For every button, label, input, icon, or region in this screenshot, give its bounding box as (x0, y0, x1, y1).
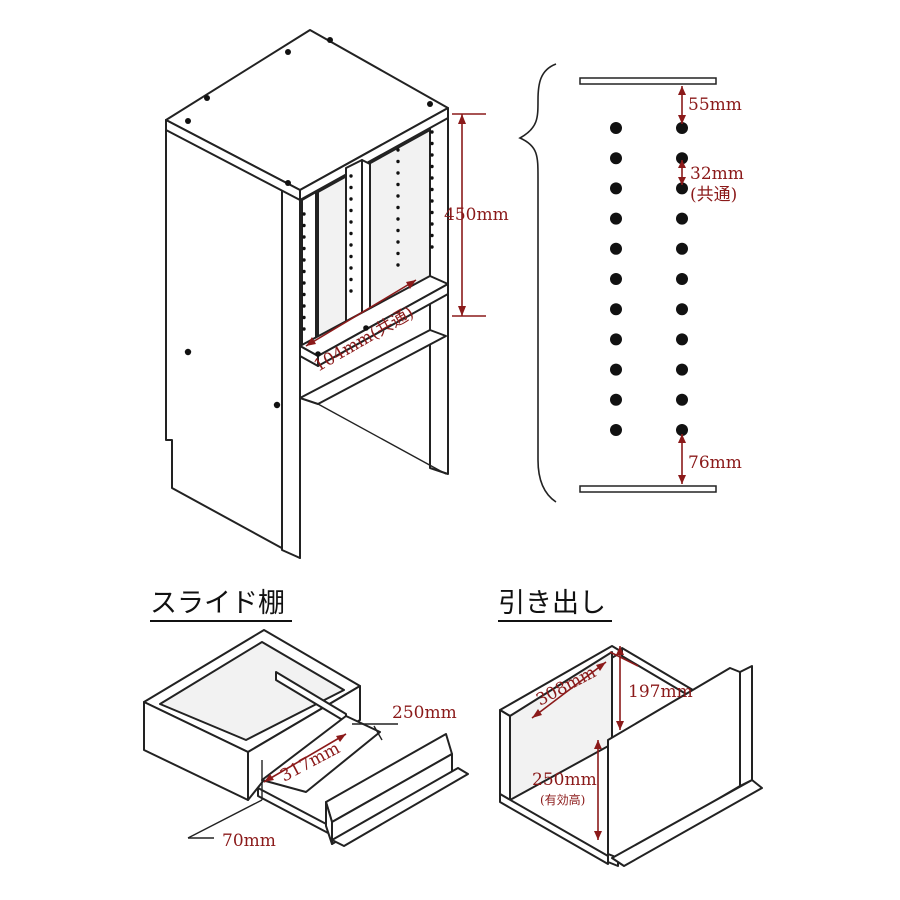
cabinet-height-label: 450mm (444, 205, 509, 225)
cabinet-pin-hole (349, 266, 353, 270)
shelf-pin-hole (610, 122, 622, 134)
drawer-effective-label: 250mm (532, 770, 597, 790)
shelf-pin-hole (676, 182, 688, 195)
top-board (579, 77, 717, 85)
cabinet-pin-hole (396, 205, 400, 210)
cabinet-pin-hole (396, 251, 400, 256)
cabinet-pin-hole (430, 141, 434, 146)
cabinet-pin-hole (302, 212, 306, 216)
drawer-section: 引き出し 308mm 197mm 250mm (有効高) (498, 588, 763, 867)
cabinet-pin-hole (349, 289, 353, 293)
cabinet-pin-hole (302, 223, 306, 228)
top-offset-label: 55mm (688, 95, 742, 115)
pitch-note: (共通) (690, 185, 737, 205)
cabinet-pin-hole (430, 130, 434, 134)
shelf-pin-hole (676, 333, 688, 346)
slide-height-label: 70mm (222, 831, 276, 851)
slide-shelf-title: スライド棚 (150, 588, 285, 619)
shelf-pin-hole (676, 393, 688, 406)
cabinet-pin-hole (396, 263, 400, 267)
shelf-pin-hole (676, 303, 688, 316)
cabinet-pin-hole (396, 148, 400, 152)
cabinet-pin-hole (349, 254, 353, 259)
shelf-pin-hole (676, 363, 688, 376)
shelf-pin-hole (610, 212, 622, 225)
cabinet-pin-hole (302, 235, 306, 239)
cabinet-pin-hole (396, 182, 400, 187)
drawer-title: 引き出し (498, 588, 606, 619)
shelf-pin-hole (676, 122, 688, 134)
cabinet-pin-hole (302, 258, 306, 262)
cabinet-drawing: 450mm 104mm(共通) (165, 29, 509, 559)
cabinet-pin-hole (302, 281, 306, 285)
bottom-board (579, 485, 717, 493)
cabinet-pin-hole (302, 304, 306, 308)
brace (518, 63, 557, 503)
pitch-label: 32mm (690, 164, 744, 184)
cabinet-pin-hole (349, 197, 353, 201)
cabinet-pin-hole (396, 171, 400, 175)
shelf-pin-hole (610, 393, 622, 406)
cabinet-pin-hole (302, 269, 306, 274)
cabinet-pin-hole (349, 243, 353, 247)
cabinet-pin-hole (396, 240, 400, 244)
cabinet-pin-hole (396, 194, 400, 198)
cabinet-pin-hole (349, 185, 353, 190)
cabinet-pin-hole (302, 327, 306, 331)
shelf-pin-hole (610, 363, 622, 376)
cabinet-pin-hole (349, 277, 353, 282)
cabinet-pin-hole (430, 233, 434, 238)
shelf-pin-hole (610, 242, 622, 255)
hole-pitch-detail: 55mm 32mm (共通) 76mm (579, 77, 744, 493)
shelf-pin-hole (676, 273, 688, 285)
shelf-pin-hole (610, 182, 622, 195)
cabinet-pin-hole (430, 153, 434, 157)
slide-shelf-section: スライド棚 317mm 250mm 70mm (143, 588, 469, 851)
shelf-pin-hole (610, 424, 622, 436)
cabinet-pin-hole (430, 222, 434, 226)
cabinet-pin-hole (349, 174, 353, 178)
cabinet-pin-hole (302, 246, 306, 251)
cabinet-pin-hole (430, 199, 434, 203)
drawer-effective-note: (有効高) (540, 792, 585, 807)
shelf-pin-hole (676, 424, 688, 436)
shelf-pin-holes (302, 130, 434, 331)
shelf-pin-hole (676, 242, 688, 255)
shelf-pin-hole (676, 152, 688, 165)
shelf-pin-hole (610, 303, 622, 316)
shelf-pin-hole (610, 273, 622, 285)
cabinet-pin-hole (430, 164, 434, 169)
cabinet-pin-hole (396, 159, 400, 164)
cabinet-pin-hole (302, 292, 306, 297)
shelf-pin-hole (610, 152, 622, 165)
detail-holes (610, 122, 688, 436)
cabinet-pin-hole (430, 176, 434, 180)
cabinet-pin-hole (349, 231, 353, 236)
cabinet-pin-hole (430, 245, 434, 249)
shelf-pin-hole (610, 333, 622, 346)
cabinet-pin-hole (430, 210, 434, 215)
bottom-offset-label: 76mm (688, 453, 742, 473)
cabinet-pin-hole (349, 220, 353, 224)
shelf-pin-hole (676, 212, 688, 225)
cabinet-pin-hole (396, 217, 400, 221)
cabinet-pin-hole (302, 315, 306, 320)
cabinet-pin-hole (396, 228, 400, 233)
cabinet-pin-hole (349, 208, 353, 213)
drawer-height-label: 197mm (628, 682, 693, 702)
cabinet-pin-hole (430, 187, 434, 192)
slide-width-label: 250mm (392, 703, 457, 723)
